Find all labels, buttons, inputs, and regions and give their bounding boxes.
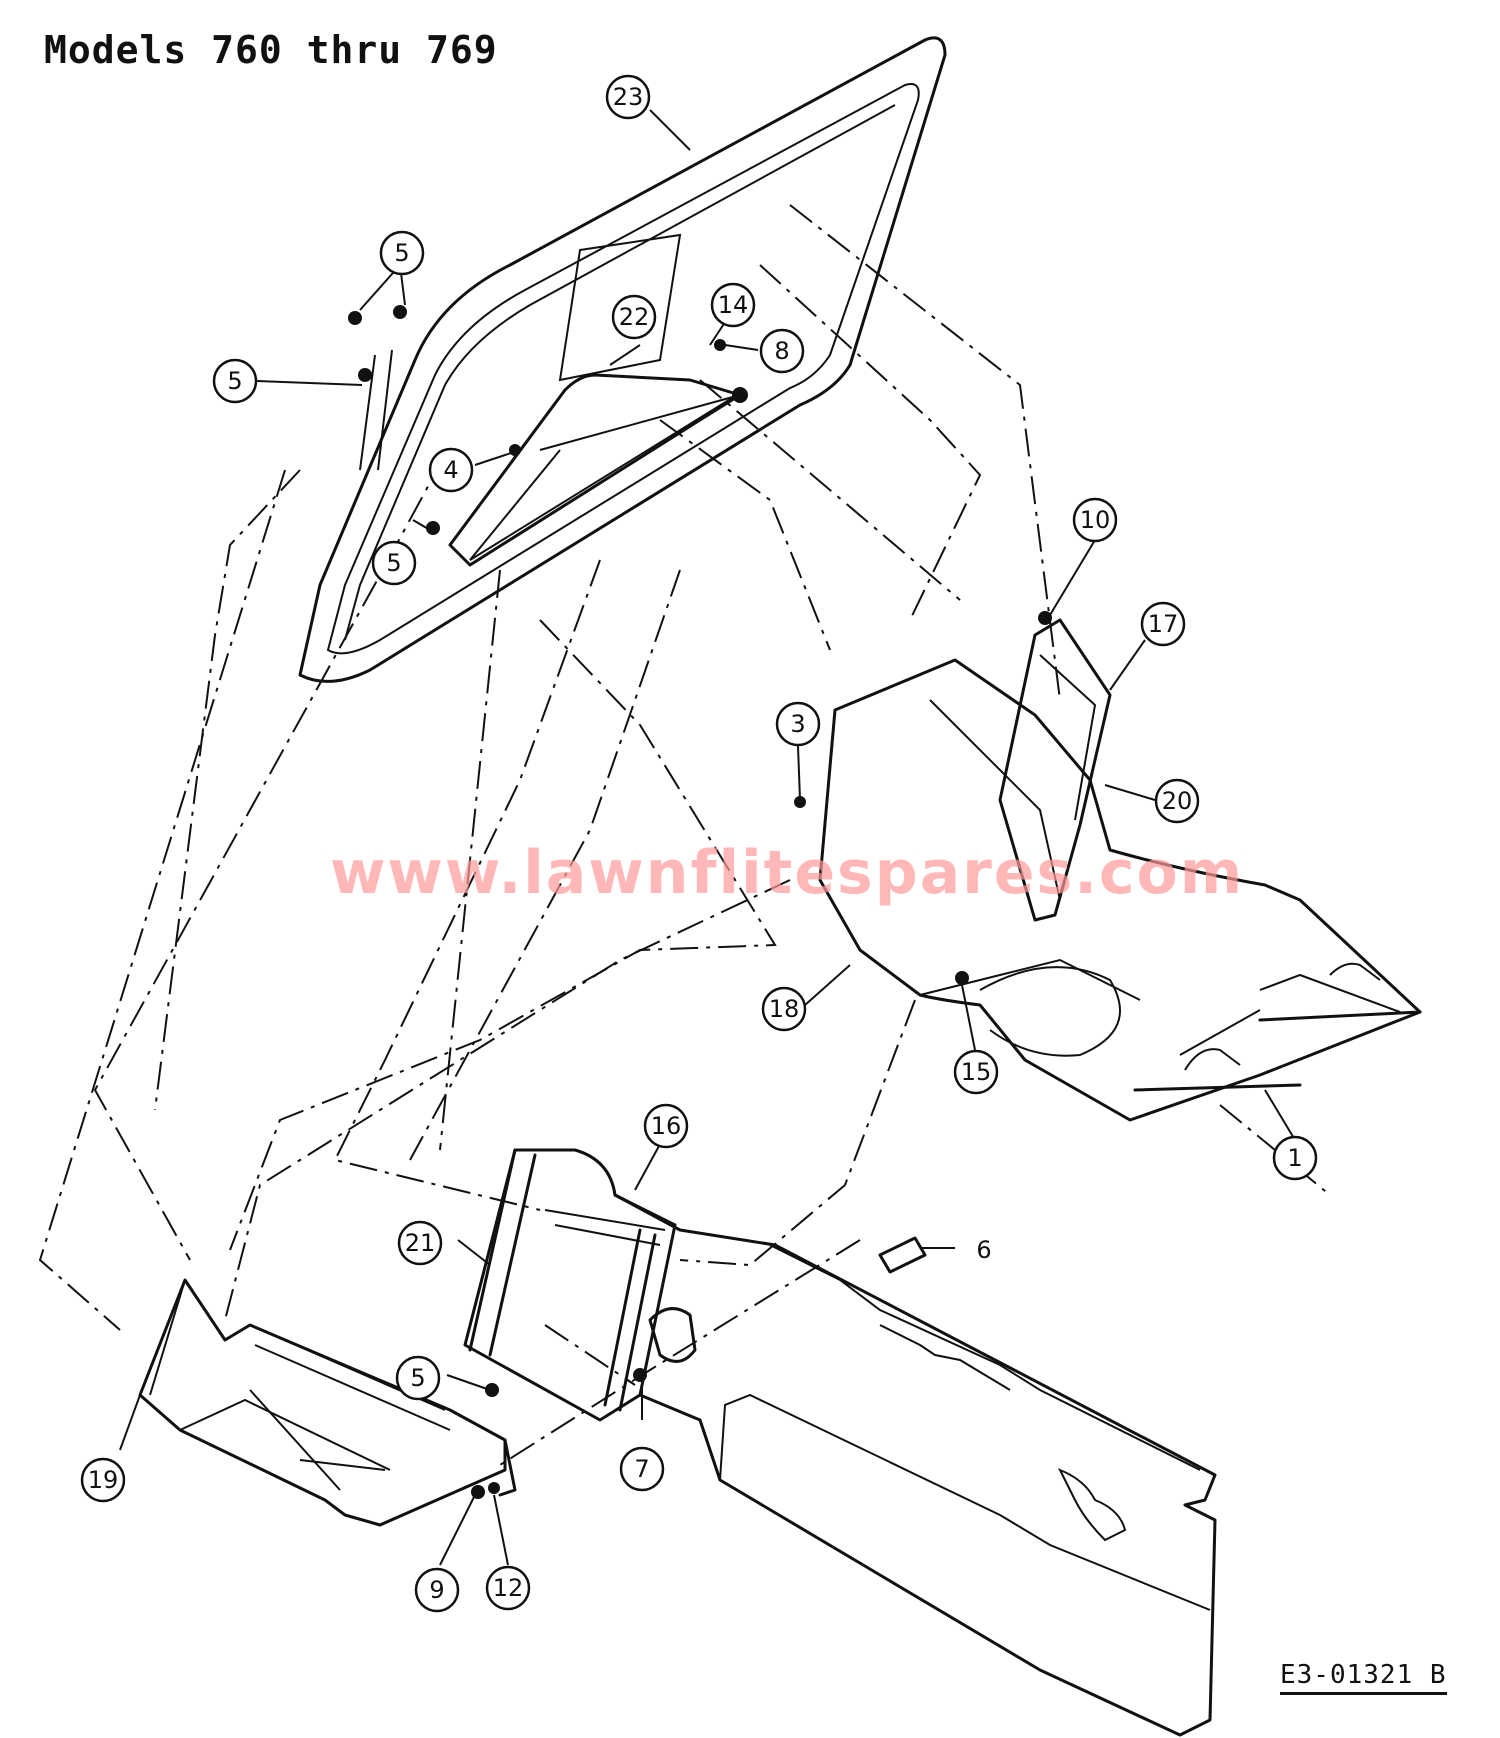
svg-text:21: 21 — [405, 1229, 436, 1257]
callout-1: 1 — [1272, 1135, 1318, 1181]
callout-3: 3 — [775, 701, 821, 747]
part-21-16-plate-assembly — [463, 1148, 677, 1422]
callout-12: 12 — [485, 1565, 531, 1611]
svg-text:7: 7 — [634, 1455, 649, 1483]
callout-5: 5 — [371, 540, 417, 586]
callout-15: 15 — [953, 1049, 999, 1095]
callout-5: 5 — [395, 1355, 441, 1401]
callout-18: 18 — [761, 986, 807, 1032]
watermark: www.lawnflitespares.com — [330, 838, 1245, 908]
diagram-code: E3-01321 B — [1280, 1660, 1447, 1695]
callout-5: 5 — [212, 358, 258, 404]
callout-20: 20 — [1154, 778, 1200, 824]
fasteners — [348, 305, 1052, 1499]
svg-text:3: 3 — [790, 710, 805, 738]
diagram-title: Models 760 thru 769 — [44, 28, 498, 72]
svg-text:10: 10 — [1080, 506, 1111, 534]
svg-text:20: 20 — [1162, 787, 1193, 815]
callout-6: 6 — [976, 1236, 991, 1264]
part-1-chute-assembly — [818, 618, 1422, 1122]
callout-9: 9 — [414, 1567, 460, 1613]
callout-8: 8 — [759, 328, 805, 374]
svg-text:8: 8 — [774, 337, 789, 365]
callout-14: 14 — [710, 282, 756, 328]
svg-text:5: 5 — [410, 1364, 425, 1392]
svg-text:5: 5 — [394, 239, 409, 267]
svg-text:12: 12 — [493, 1574, 524, 1602]
svg-text:4: 4 — [443, 456, 458, 484]
svg-text:15: 15 — [961, 1058, 992, 1086]
svg-text:16: 16 — [651, 1112, 682, 1140]
svg-text:22: 22 — [619, 303, 650, 331]
svg-text:14: 14 — [718, 291, 749, 319]
callout-4: 4 — [428, 447, 474, 493]
svg-text:9: 9 — [429, 1576, 444, 1604]
svg-text:17: 17 — [1148, 610, 1179, 638]
callout-23: 23 — [605, 74, 651, 120]
main-frame-rail — [613, 1193, 1217, 1737]
svg-text:23: 23 — [613, 83, 644, 111]
callout-5: 5 — [379, 230, 425, 276]
callout-22: 22 — [611, 294, 657, 340]
svg-text:1: 1 — [1287, 1144, 1302, 1172]
assembly-lines — [38, 204, 1331, 1466]
callout-10: 10 — [1072, 497, 1118, 543]
svg-text:6: 6 — [976, 1236, 991, 1264]
svg-text:18: 18 — [769, 995, 800, 1023]
svg-text:19: 19 — [88, 1466, 119, 1494]
callout-7: 7 — [619, 1446, 665, 1492]
svg-text:5: 5 — [386, 549, 401, 577]
svg-text:5: 5 — [227, 367, 242, 395]
callout-21: 21 — [397, 1220, 443, 1266]
callout-19: 19 — [80, 1457, 126, 1503]
part-19-tray — [138, 1278, 517, 1527]
callout-17: 17 — [1140, 601, 1186, 647]
callout-16: 16 — [643, 1103, 689, 1149]
part-23-top-panel — [298, 36, 947, 683]
